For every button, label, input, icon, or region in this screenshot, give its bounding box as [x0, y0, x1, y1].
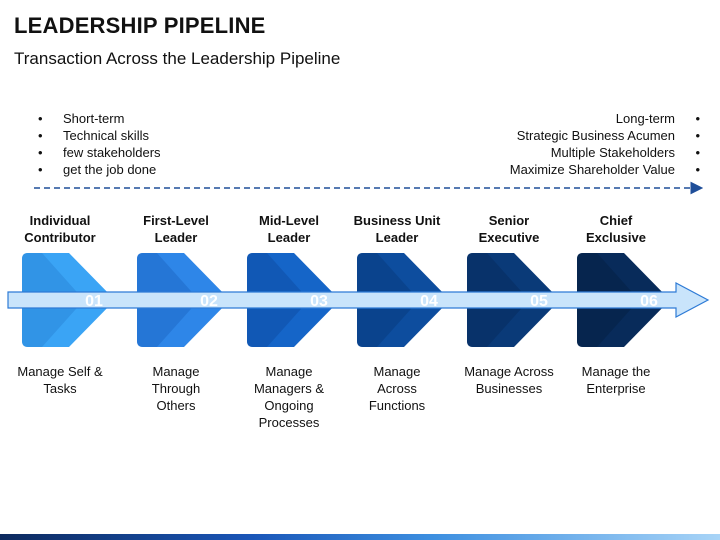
stage-title: Individual Contributor [24, 213, 96, 245]
stage-description: Manage Self & Tasks [17, 364, 103, 396]
page-subtitle: Transaction Across the Leadership Pipeli… [14, 49, 341, 68]
footer-accent-bar [0, 534, 720, 540]
list-item: get the job done [38, 161, 161, 178]
page-title: LEADERSHIP PIPELINE [14, 13, 266, 38]
stage-title: Mid-Level Leader [259, 213, 319, 245]
long-term-traits-list: Long-term Strategic Business Acumen Mult… [510, 110, 700, 178]
stage-description: Manage Through Others [151, 364, 201, 413]
stage-number: 06 [640, 293, 658, 310]
stage-number: 04 [420, 293, 438, 310]
list-item: Long-term [510, 110, 700, 127]
stage-description: Manage Across Businesses [464, 364, 554, 396]
stage-number: 05 [530, 293, 548, 310]
list-item: Technical skills [38, 127, 161, 144]
list-item: Short-term [38, 110, 161, 127]
stage-description: Manage the Enterprise [581, 364, 651, 396]
stage-number: 01 [85, 293, 103, 310]
stage-number: 02 [200, 293, 218, 310]
stage-description: Manage Managers & Ongoing Processes [253, 364, 325, 430]
list-item: Multiple Stakeholders [510, 144, 700, 161]
stage-description: Manage Across Functions [368, 364, 426, 413]
list-item: few stakeholders [38, 144, 161, 161]
stage-title: First-Level Leader [143, 213, 209, 245]
short-term-traits-list: Short-term Technical skills few stakehol… [38, 110, 161, 178]
stage-title: Business Unit Leader [353, 213, 441, 245]
pipeline-arrow [7, 282, 710, 318]
list-item: Strategic Business Acumen [510, 127, 700, 144]
list-item: Maximize Shareholder Value [510, 161, 700, 178]
stage-title: Chief Exclusive [586, 213, 646, 245]
stage-number: 03 [310, 293, 328, 310]
stage-title: Senior Executive [478, 213, 540, 245]
